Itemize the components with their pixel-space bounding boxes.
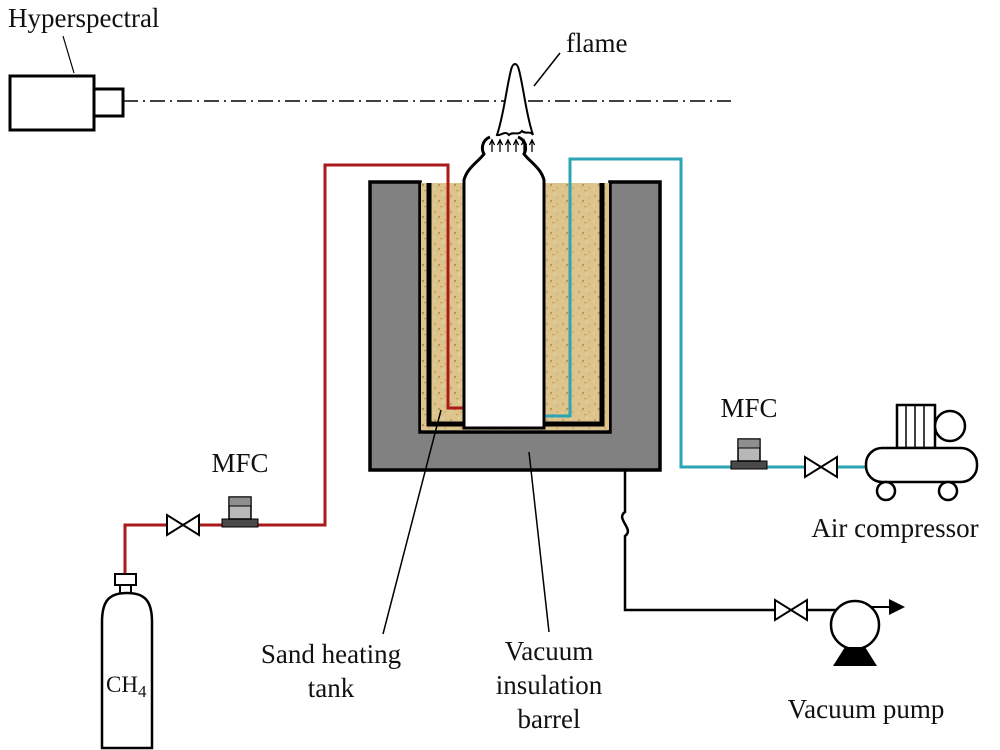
mfc-air-icon (730, 438, 768, 470)
fuel-valve-icon (166, 513, 200, 537)
hyperspectral-camera-icon (8, 35, 125, 132)
air-supply-line (544, 157, 868, 469)
vacuum-line (620, 470, 840, 612)
flame-label: flame (566, 28, 627, 58)
vacuum-pump-icon (829, 599, 905, 666)
svg-text:barrel: barrel (518, 704, 581, 734)
svg-text:insulation: insulation (496, 670, 603, 700)
flame-pointer-line (533, 52, 561, 87)
vacuum-valve-icon (774, 598, 808, 622)
air-compressor-label: Air compressor (811, 513, 978, 543)
vacuum-barrel-label: Vacuum insulation barrel (496, 636, 603, 734)
svg-text:tank: tank (308, 673, 355, 703)
burner-tube (462, 135, 546, 430)
vacuum-barrel-pointer-line (528, 451, 550, 633)
svg-text:Vacuum: Vacuum (505, 636, 593, 666)
mfc-fuel-icon (221, 496, 259, 528)
flame-icon (495, 63, 534, 137)
vacuum-insulation-barrel (368, 180, 662, 472)
vacuum-pump-label: Vacuum pump (788, 694, 945, 724)
gas-cylinder-icon (100, 573, 154, 750)
sand-tank-pointer-line (382, 409, 442, 635)
mfc-air-label: MFC (720, 393, 777, 423)
sand-tank-label: Sand heating tank (261, 639, 401, 703)
fuel-supply-line (123, 163, 464, 576)
air-compressor-icon (864, 403, 979, 502)
gas-cylinder-label: CH4 (106, 672, 147, 701)
hyperspectral-label: Hyperspectral (8, 3, 159, 33)
svg-text:Sand heating: Sand heating (261, 639, 401, 669)
air-valve-icon (804, 455, 838, 479)
mfc-fuel-label: MFC (211, 448, 268, 478)
